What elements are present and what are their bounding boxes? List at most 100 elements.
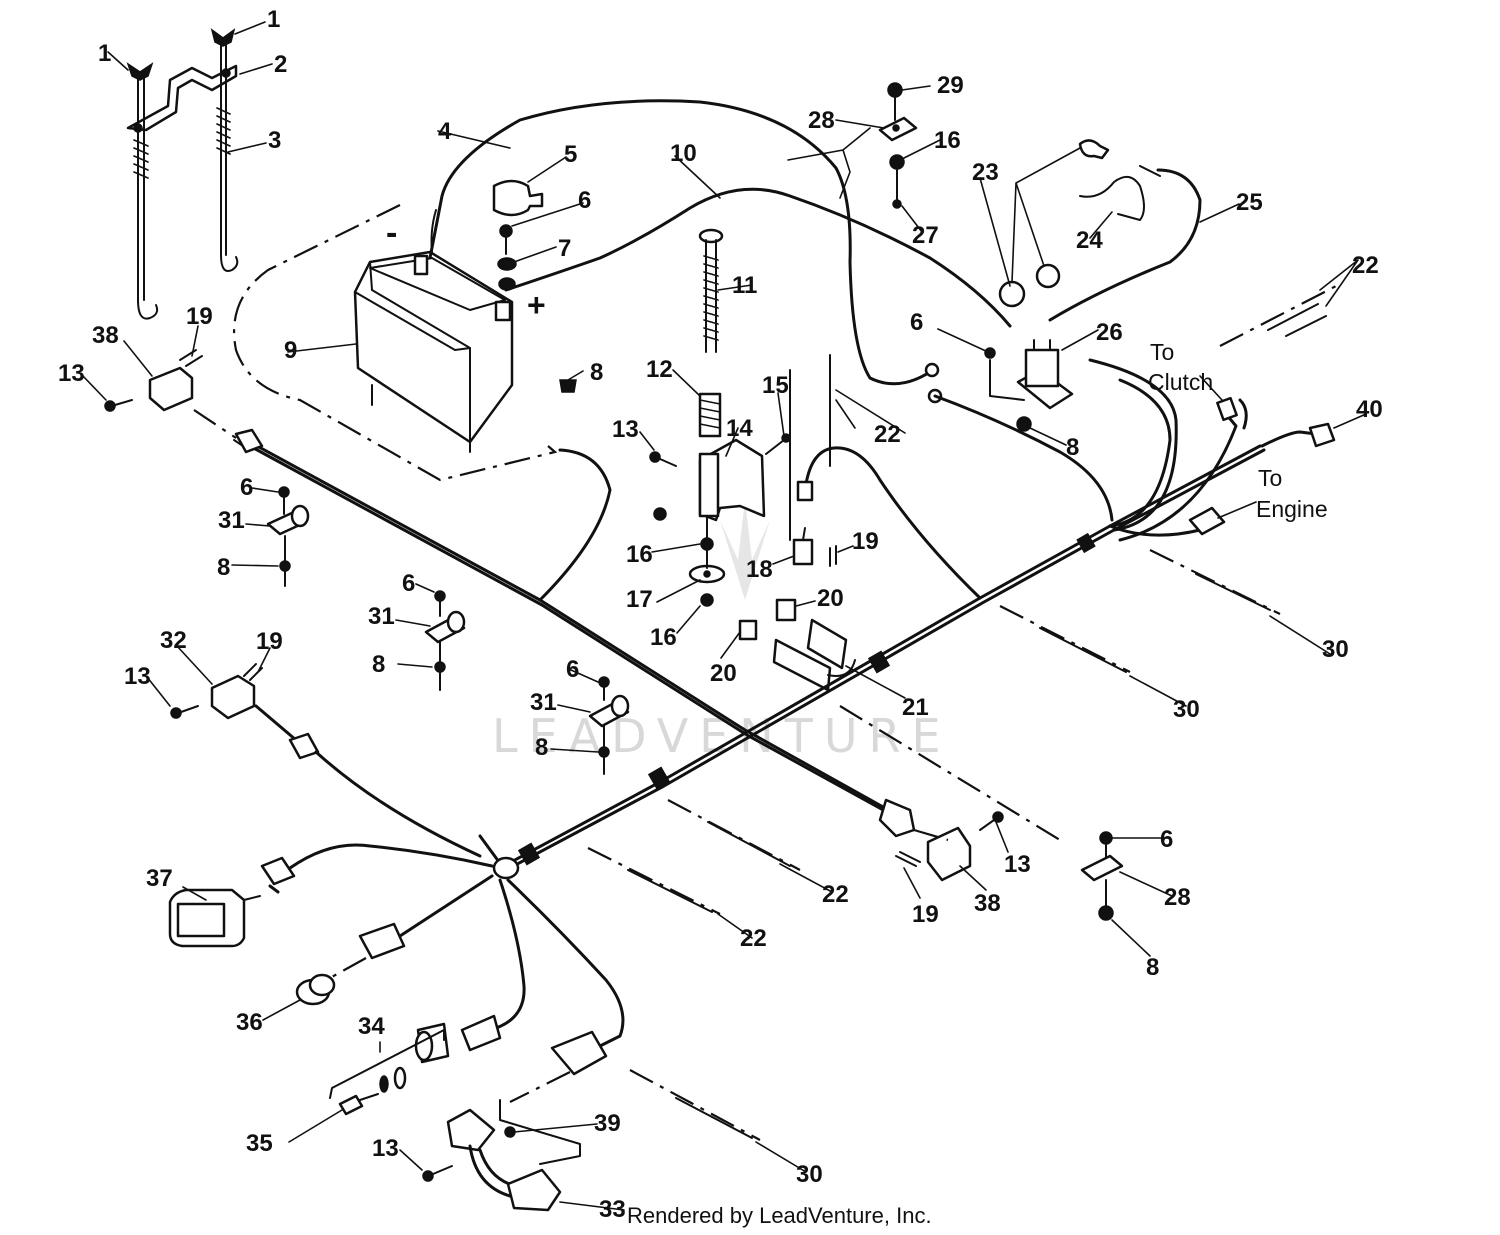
callout-31-upper: 31 <box>218 507 245 534</box>
screw-15 <box>765 433 791 455</box>
connector-21 <box>772 618 856 692</box>
jumper-wire-24 <box>1079 175 1145 221</box>
watermark-text: LEADVENTURE <box>492 709 952 763</box>
callout-15: 15 <box>762 372 789 399</box>
spring-12 <box>698 392 722 438</box>
callout-9: 9 <box>284 337 297 364</box>
callout-31-lower: 31 <box>530 689 557 716</box>
callout-1b: 1 <box>98 40 111 67</box>
callout-1a: 1 <box>267 6 280 33</box>
callout-4: 4 <box>438 118 452 145</box>
callout-6-upper: 6 <box>240 474 253 501</box>
callout-6-right: 6 <box>1160 826 1173 853</box>
key-35 <box>338 1093 379 1116</box>
harness-lead-22-dashes <box>587 705 1061 915</box>
clamp-31-middle <box>424 590 466 691</box>
harness-lead-22-top-right <box>1219 283 1341 347</box>
battery-cable-4 <box>428 99 932 386</box>
clamp-28-right <box>1080 831 1124 921</box>
clamp-28-top <box>878 116 918 142</box>
terminal-20-upper <box>775 598 797 622</box>
callout-6-solenoid: 6 <box>910 309 923 336</box>
clamp-31-upper <box>266 486 310 587</box>
cable-25 <box>1048 165 1202 322</box>
bolt-29 <box>887 82 903 121</box>
terminal-boot-5 <box>492 179 544 217</box>
battery-positive-sign: + <box>527 287 546 323</box>
to-clutch-line2: Clutch <box>1148 369 1213 395</box>
solenoid-26 <box>1016 339 1074 410</box>
callout-5: 5 <box>564 141 577 168</box>
callout-25: 25 <box>1236 189 1263 216</box>
callout-19-module: 19 <box>256 628 283 655</box>
callout-12: 12 <box>646 356 673 383</box>
wing-nut-right <box>210 28 236 47</box>
callout-8-solenoid: 8 <box>1066 434 1079 461</box>
callout-7: 7 <box>558 235 571 262</box>
callout-31-middle: 31 <box>368 603 395 630</box>
hour-meter-37 <box>168 888 261 948</box>
harness-branch-ignition <box>460 878 526 1052</box>
callout-19-switch: 19 <box>852 528 879 555</box>
interlock-switch-18 <box>789 369 814 566</box>
retainer-19-switch <box>829 545 837 567</box>
carriage-bolt-11 <box>698 228 724 353</box>
callout-30-right: 30 <box>1322 636 1349 663</box>
callout-8-middle: 8 <box>372 651 385 678</box>
nut-8-battery <box>559 379 577 393</box>
switch-36 <box>295 973 336 1006</box>
to-engine-line2: Engine <box>1256 496 1328 522</box>
callout-28-right: 28 <box>1164 884 1191 911</box>
to-engine-line1: To <box>1258 465 1282 491</box>
callout-13-bracket: 13 <box>612 416 639 443</box>
hold-down-rod-left <box>133 74 159 320</box>
screw-6-battery <box>499 224 513 255</box>
screw-13-bracket <box>649 451 677 467</box>
cable-end-terminals <box>924 362 1114 522</box>
callout-16-upper: 16 <box>626 541 653 568</box>
clamp-leader-lines <box>787 127 1081 283</box>
callout-33: 33 <box>599 1196 626 1223</box>
harness-branch-36 <box>329 874 494 979</box>
terminal-covers-23 <box>998 139 1110 308</box>
callout-6-lower: 6 <box>566 656 579 683</box>
hour-meter-lead <box>260 843 494 894</box>
battery-tray-outline <box>232 204 558 482</box>
callout-36: 36 <box>236 1009 263 1036</box>
callout-38-right: 38 <box>974 890 1001 917</box>
callout-34: 34 <box>358 1013 385 1040</box>
callout-29: 29 <box>937 72 964 99</box>
callout-13-right: 13 <box>1004 851 1031 878</box>
callout-38-left: 38 <box>92 322 119 349</box>
callout-14: 14 <box>726 415 753 442</box>
bracket-hardware <box>653 507 726 607</box>
callout-35: 35 <box>246 1130 273 1157</box>
ignition-switch-34 <box>329 1022 450 1099</box>
callout-30-middle: 30 <box>1173 696 1200 723</box>
battery-cable-10 <box>504 187 1012 328</box>
leader-lines <box>81 21 1367 1211</box>
callout-3: 3 <box>268 127 281 154</box>
callout-10: 10 <box>670 140 697 167</box>
watermark-logo <box>720 500 770 600</box>
callout-19-left: 19 <box>186 303 213 330</box>
callout-11: 11 <box>732 272 757 299</box>
screw-13-regulator <box>422 1165 453 1182</box>
callout-13-left: 13 <box>58 360 85 387</box>
callout-24: 24 <box>1076 227 1103 254</box>
screw-13-left <box>104 399 133 412</box>
callout-40: 40 <box>1356 396 1383 423</box>
clamp-31-lower <box>588 676 630 775</box>
callout-6-battery: 6 <box>578 187 591 214</box>
callout-22-top-right: 22 <box>1352 252 1379 279</box>
screw-13-right <box>979 811 1004 831</box>
callout-27: 27 <box>912 222 939 249</box>
callout-22-switch: 22 <box>874 421 901 448</box>
solenoid-nut-8 <box>1016 416 1032 432</box>
relay-38-left <box>148 349 264 454</box>
callout-labels: 1 1 2 3 4 5 6 7 8 9 10 11 12 13 14 15 16… <box>58 6 1383 1223</box>
callout-20-lower: 20 <box>710 660 737 687</box>
callout-20-upper: 20 <box>817 585 844 612</box>
